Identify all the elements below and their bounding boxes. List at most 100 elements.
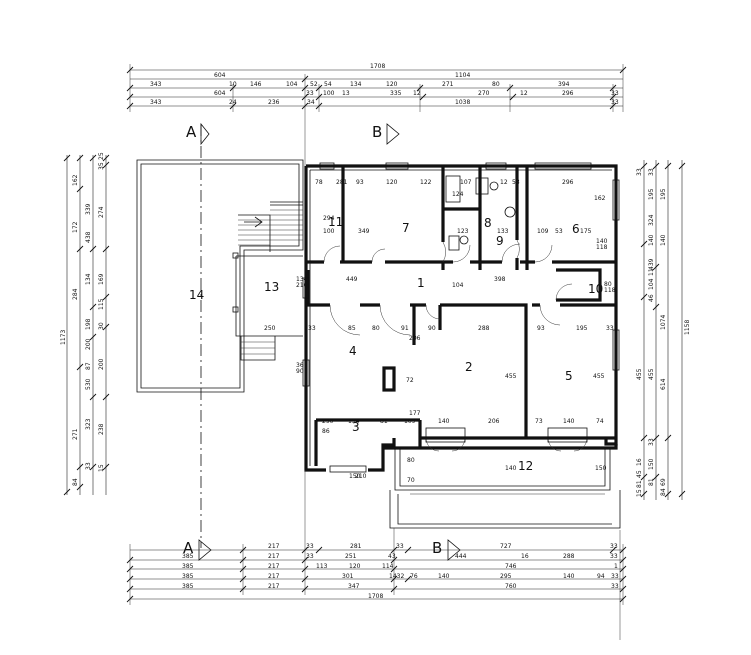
dim-label: 69 <box>660 478 667 486</box>
dim-label: 455 <box>505 373 517 380</box>
dim-label: 1 <box>614 563 618 570</box>
dim-left-total: 1173 <box>60 330 67 345</box>
dim-label: 175 <box>580 228 592 235</box>
interior-walls <box>306 166 616 466</box>
room-number: 5 <box>565 369 573 383</box>
dim-label: 296 <box>562 90 574 97</box>
dim-label: 94 <box>597 573 605 580</box>
dim-label: 150 <box>648 458 655 470</box>
dim-label: 104 <box>452 282 464 289</box>
room-number: 10 <box>588 282 603 296</box>
dim-label: 33 <box>306 553 314 560</box>
dim-label: 394 <box>558 81 570 88</box>
dim-label: 288 <box>478 325 490 332</box>
dim-label: 80 <box>407 457 415 464</box>
dim-label: 85 <box>348 325 356 332</box>
dim-label: 115 <box>98 298 105 310</box>
dim-label: 455 <box>636 368 643 380</box>
dim-label: 200 <box>85 338 92 350</box>
dim-label: 54 <box>324 81 332 88</box>
dim-label: 439 <box>648 258 655 270</box>
section-label: A <box>186 123 197 141</box>
dim-label: 746 <box>505 563 517 570</box>
dim-label: 52 <box>310 81 318 88</box>
dim-label: 339 <box>85 203 92 215</box>
dim-label: 84 <box>660 488 667 496</box>
dim-label: 217 <box>268 553 280 560</box>
room-labels: 1 2 3 4 5 6 7 8 9 10 11 12 13 14 <box>189 215 603 473</box>
dim-label: 100 <box>323 90 335 97</box>
room-number: 12 <box>518 459 533 473</box>
dim-label: 87 <box>85 362 92 370</box>
dim-label: 104 <box>286 81 298 88</box>
dim-label: 34 <box>307 99 315 106</box>
top-dimension-chain <box>126 64 627 166</box>
room-number: 13 <box>264 280 279 294</box>
dim-label: 15 <box>636 489 643 497</box>
dim-label: 16 <box>636 458 643 466</box>
dim-label: 162 <box>72 174 79 186</box>
dim-label: 323 <box>85 418 92 430</box>
dim-label: 760 <box>505 583 517 590</box>
dim-label: 217 <box>268 543 280 550</box>
dim-label: 134 <box>350 81 362 88</box>
room-number: 11 <box>328 215 343 229</box>
dim-label: 1038 <box>455 99 470 106</box>
dim-label: 150 <box>349 473 361 480</box>
dim-label: 12 <box>413 90 421 97</box>
dim-label: 33 <box>636 168 643 176</box>
toilet <box>504 206 516 218</box>
dim-label: 114 <box>382 563 394 570</box>
dim-label: 120 <box>386 81 398 88</box>
dim-label: 294 <box>323 215 335 222</box>
dim-label: 210 <box>296 282 308 289</box>
dim-label: 36 <box>296 362 304 369</box>
dim-label: 33 <box>611 90 619 97</box>
dim-label: 140 <box>563 573 575 580</box>
dim-label: 33 <box>611 583 619 590</box>
dim-label: 1104 <box>455 72 470 79</box>
dim-bottom-total: 1708 <box>368 593 383 600</box>
dim-label: 162 <box>594 195 606 202</box>
dim-label: 134 <box>348 418 360 425</box>
room-number: 3 <box>352 420 360 434</box>
dim-label: 25 <box>98 152 105 160</box>
dim-label: 100 <box>323 228 335 235</box>
dim-label: 43 <box>388 553 396 560</box>
dim-label: 33 <box>648 438 655 446</box>
dim-label: 72 <box>406 377 414 384</box>
dim-label: 45 <box>636 470 643 478</box>
dim-label: 281 <box>336 179 348 186</box>
dim-label: 122 <box>420 179 432 186</box>
dim-label: 343 <box>150 81 162 88</box>
dim-label: 324 <box>648 214 655 226</box>
dim-label: 81 <box>380 418 388 425</box>
section-arrow-icon <box>386 123 400 145</box>
dim-label: 109 <box>404 418 416 425</box>
dim-label: 530 <box>85 378 92 390</box>
dim-label: 33 <box>611 99 619 106</box>
dim-label: 274 <box>98 206 105 218</box>
dim-label: 296 <box>562 179 574 186</box>
left-dimension-labels: 1173 162 172 284 271 84 339 438 134 198 … <box>60 152 105 486</box>
dim-label: 349 <box>358 228 370 235</box>
section-arrow-icon <box>200 122 210 146</box>
dim-label: 217 <box>268 573 280 580</box>
top-dimension-labels: 1708 604 1104 343 10 146 104 52 54 134 1… <box>150 63 619 106</box>
dim-label: 604 <box>214 72 226 79</box>
dim-label: 134 <box>296 276 308 283</box>
windows <box>302 162 620 473</box>
dim-label: 385 <box>182 573 194 580</box>
dim-label: 53 <box>555 228 563 235</box>
dim-label: 93 <box>537 325 545 332</box>
dim-label: 169 <box>98 273 105 285</box>
dim-label: 614 <box>660 378 667 390</box>
door-swings <box>323 239 588 452</box>
room-number: 6 <box>572 222 580 236</box>
dim-label: 33 <box>611 573 619 580</box>
dim-label: 124 <box>452 191 464 198</box>
dim-label: 123 <box>457 228 469 235</box>
section-label: A <box>183 539 194 557</box>
dim-label: 86 <box>322 428 330 435</box>
